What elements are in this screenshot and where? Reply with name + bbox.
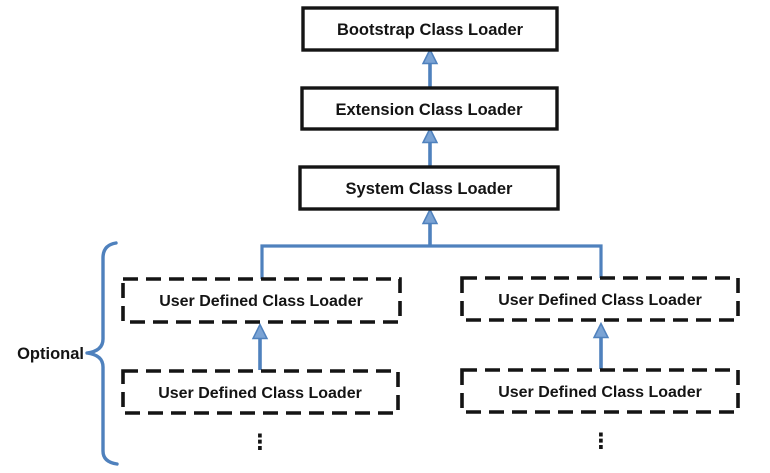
- curly-brace-icon: [85, 241, 119, 466]
- user-bottom-right-box: [460, 368, 740, 414]
- ellipsis-left: ⋮: [250, 430, 271, 454]
- extension-label: Extension Class Loader: [335, 101, 523, 119]
- system-label: System Class Loader: [346, 180, 513, 198]
- node-user-defined-top-left: User Defined Class Loader: [121, 277, 402, 324]
- node-user-defined-bottom-right: User Defined Class Loader: [460, 368, 740, 414]
- user-bottom-left-box: [121, 369, 400, 415]
- optional-label: Optional: [17, 345, 84, 363]
- arrow-branch-to-system: [421, 207, 439, 245]
- arrow-user-bottom-left-to-user-top-left: [251, 322, 269, 370]
- arrow-up-icon: [592, 321, 610, 339]
- arrow-user-bottom-right-to-user-top-right: [592, 321, 610, 369]
- node-system-class-loader: System Class Loader: [298, 165, 560, 211]
- user-top-left-label: User Defined Class Loader: [159, 293, 363, 310]
- arrow-up-icon: [421, 47, 439, 65]
- bootstrap-box: [301, 6, 559, 52]
- extension-box: [300, 86, 559, 131]
- user-top-right-box: [460, 276, 740, 322]
- branch-connector-line: [260, 244, 603, 282]
- arrow-extension-to-bootstrap: [421, 47, 439, 87]
- arrow-up-icon: [421, 126, 439, 144]
- user-bottom-right-label: User Defined Class Loader: [498, 384, 702, 401]
- user-top-left-box: [121, 277, 402, 324]
- ellipsis-right: ⋮: [591, 429, 612, 453]
- node-extension-class-loader: Extension Class Loader: [300, 86, 559, 131]
- user-bottom-left-label: User Defined Class Loader: [158, 385, 362, 402]
- bootstrap-label: Bootstrap Class Loader: [337, 21, 524, 39]
- system-box: [298, 165, 560, 211]
- optional-annotation: Optional: [17, 241, 119, 466]
- user-top-right-label: User Defined Class Loader: [498, 292, 702, 309]
- arrow-system-to-extension: [421, 126, 439, 166]
- node-user-defined-bottom-left: User Defined Class Loader: [121, 369, 400, 415]
- arrow-up-icon: [251, 322, 269, 340]
- node-user-defined-top-right: User Defined Class Loader: [460, 276, 740, 322]
- node-bootstrap-class-loader: Bootstrap Class Loader: [301, 6, 559, 52]
- arrow-up-icon: [421, 207, 439, 225]
- connectors: [251, 47, 610, 370]
